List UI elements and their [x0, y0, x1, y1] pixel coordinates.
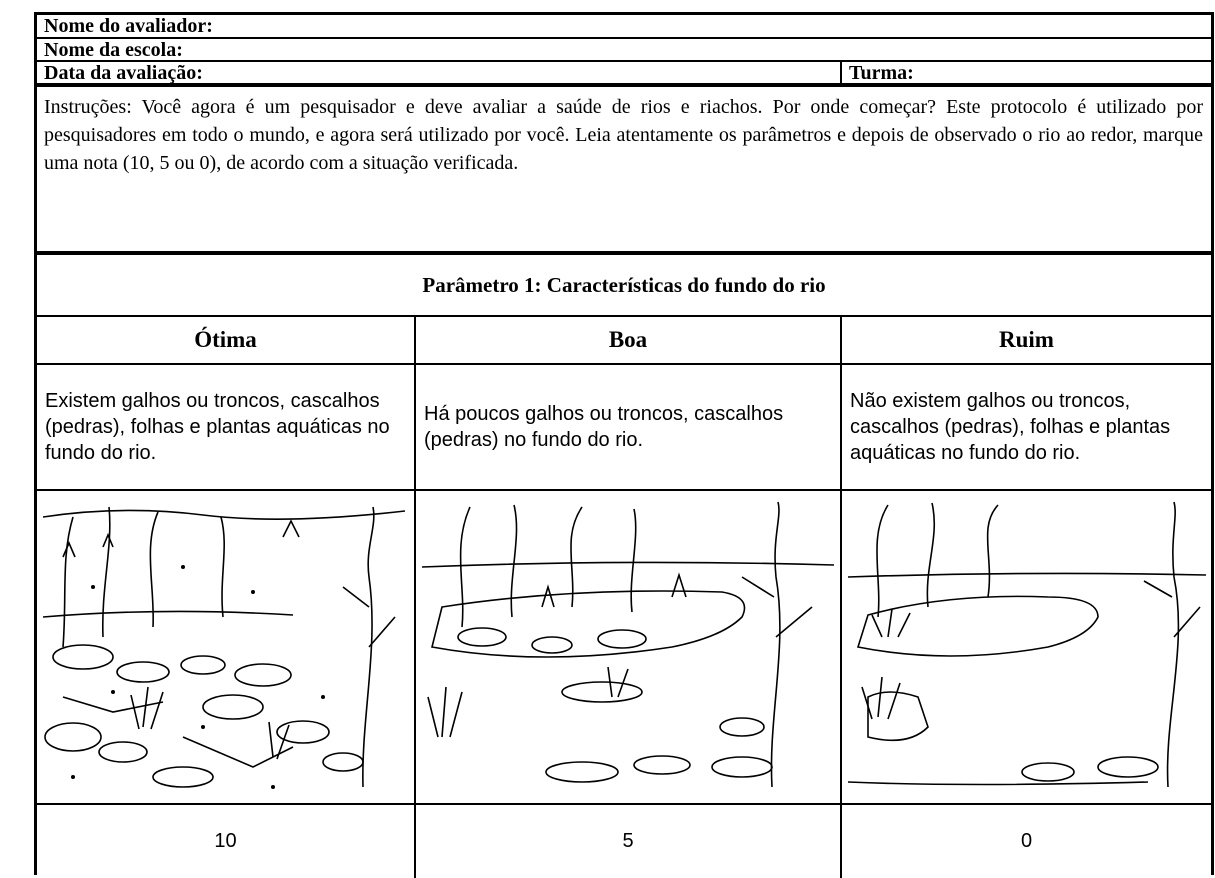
illustration-cell-boa — [414, 491, 840, 803]
instructions-block: Instruções: Você agora é um pesquisador … — [37, 87, 1211, 255]
evaluation-form: Nome do avaliador: Nome da escola: Data … — [34, 12, 1214, 878]
description-ruim-text: Não existem galhos ou troncos, cascalhos… — [850, 390, 1171, 464]
score-boa-value: 5 — [622, 830, 634, 852]
river-bottom-poor-illustration — [848, 501, 1206, 788]
evaluator-row: Nome do avaliador: — [37, 15, 1211, 39]
date-class-row: Data da avaliação: Turma: — [37, 62, 1211, 87]
rating-header-row: Ótima Boa Ruim — [37, 317, 1211, 365]
river-bottom-moderate-illustration — [422, 501, 834, 788]
parameter-title: Parâmetro 1: Características do fundo do… — [422, 272, 826, 297]
rating-label-otima: Ótima — [194, 327, 257, 352]
school-label: Nome da escola: — [44, 39, 183, 61]
description-otima-text: Existem galhos ou troncos, cascalhos (pe… — [45, 390, 390, 464]
class-cell: Turma: — [840, 62, 1211, 84]
rating-label-boa: Boa — [608, 327, 648, 352]
date-cell: Data da avaliação: — [37, 62, 840, 84]
illustration-cell-ruim — [840, 491, 1211, 803]
rating-header-otima: Ótima — [37, 317, 414, 363]
evaluator-label: Nome do avaliador: — [44, 15, 213, 37]
parameter-title-row: Parâmetro 1: Características do fundo do… — [37, 255, 1211, 317]
illustration-row — [37, 491, 1211, 805]
instructions-text: Instruções: Você agora é um pesquisador … — [44, 96, 1203, 174]
description-ruim: Não existem galhos ou troncos, cascalhos… — [840, 365, 1211, 489]
description-boa: Há poucos galhos ou troncos, cascalhos (… — [414, 365, 840, 489]
score-boa: 5 — [414, 805, 840, 878]
school-row: Nome da escola: — [37, 39, 1211, 62]
class-label: Turma: — [849, 62, 914, 84]
rating-header-boa: Boa — [414, 317, 840, 363]
description-otima: Existem galhos ou troncos, cascalhos (pe… — [37, 365, 414, 489]
score-ruim-value: 0 — [1020, 830, 1033, 852]
score-row: 10 5 0 — [37, 805, 1211, 878]
score-otima: 10 — [37, 805, 414, 878]
river-bottom-rich-illustration — [43, 506, 405, 789]
illustration-cell-otima — [37, 491, 414, 803]
rating-header-ruim: Ruim — [840, 317, 1211, 363]
rating-label-ruim: Ruim — [999, 327, 1054, 352]
score-ruim: 0 — [840, 805, 1211, 878]
cut-off-caption — [0, 0, 1215, 10]
date-label: Data da avaliação: — [44, 62, 203, 84]
description-boa-text: Há poucos galhos ou troncos, cascalhos (… — [424, 403, 784, 451]
score-otima-value: 10 — [214, 830, 237, 852]
description-row: Existem galhos ou troncos, cascalhos (pe… — [37, 365, 1211, 491]
